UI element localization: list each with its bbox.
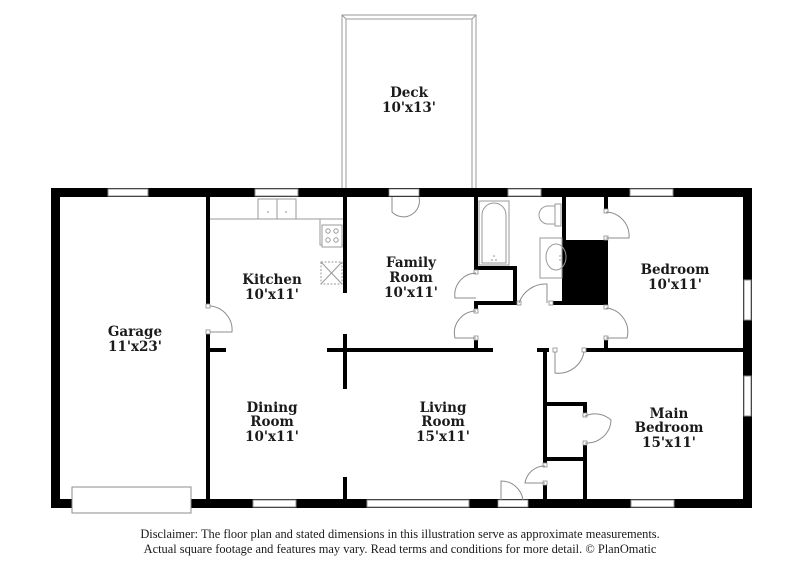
svg-text:15'x11': 15'x11'	[416, 429, 470, 445]
room-label-garage: Garage 11'x23'	[108, 324, 162, 355]
kitchen-sink-icon	[257, 198, 297, 220]
stove-icon	[321, 224, 343, 248]
svg-text:Family: Family	[386, 255, 437, 271]
svg-text:Living: Living	[420, 400, 467, 416]
room-label-deck: Deck 10'x13'	[382, 85, 436, 116]
bathroom-sink-icon	[539, 237, 567, 279]
svg-text:10'x11': 10'x11'	[245, 287, 299, 303]
room-label-bedroom: Bedroom 10'x11'	[641, 262, 710, 293]
dishwasher-icon	[320, 261, 343, 285]
room-label-dining-room: Dining Room 10'x11'	[245, 400, 299, 445]
svg-text:Room: Room	[250, 414, 294, 430]
svg-text:Kitchen: Kitchen	[242, 272, 302, 288]
room-label-family-room: Family Room 10'x11'	[384, 255, 438, 301]
bathtub-icon	[478, 200, 510, 266]
svg-text:Garage: Garage	[108, 324, 162, 340]
interior-walls	[206, 197, 752, 500]
room-label-main-bedroom: Main Bedroom 15'x11'	[635, 406, 704, 451]
room-label-kitchen: Kitchen 10'x11'	[242, 272, 302, 303]
svg-text:Room: Room	[421, 414, 465, 430]
windows	[71, 188, 752, 514]
svg-text:10'x11': 10'x11'	[384, 285, 438, 301]
disclaimer-line-1: Disclaimer: The floor plan and stated di…	[140, 527, 660, 541]
doors	[205, 188, 630, 508]
svg-text:Bedroom: Bedroom	[641, 262, 710, 278]
svg-text:10'x11': 10'x11'	[648, 277, 702, 293]
svg-text:Room: Room	[389, 270, 433, 286]
svg-text:15'x11': 15'x11'	[642, 435, 696, 451]
svg-text:10'x13': 10'x13'	[382, 100, 436, 116]
garage-door	[71, 486, 192, 514]
svg-text:11'x23': 11'x23'	[108, 339, 162, 355]
toilet-icon	[538, 203, 562, 227]
svg-text:Main: Main	[650, 406, 689, 422]
svg-text:Deck: Deck	[390, 85, 429, 101]
svg-text:Bedroom: Bedroom	[635, 420, 704, 436]
room-label-living-room: Living Room 15'x11'	[416, 400, 470, 445]
disclaimer-line-2: Actual square footage and features may v…	[143, 542, 657, 556]
svg-text:Dining: Dining	[246, 400, 298, 416]
svg-text:10'x11': 10'x11'	[245, 429, 299, 445]
